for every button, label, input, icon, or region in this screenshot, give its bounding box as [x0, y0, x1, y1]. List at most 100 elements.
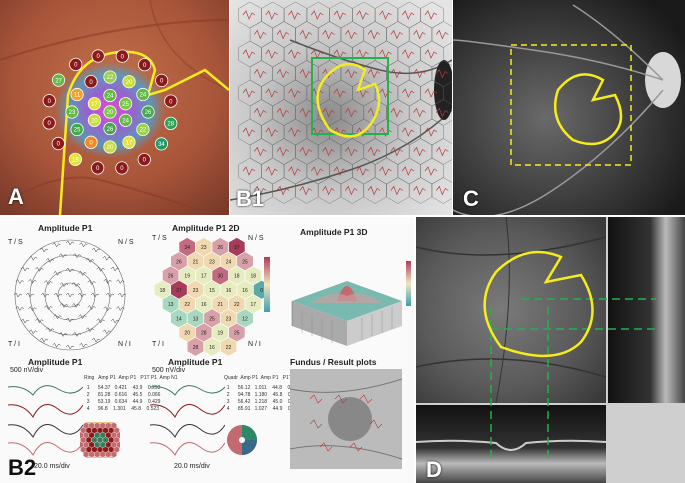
hex-value: 25	[242, 259, 248, 265]
microperimetry-value: 0	[143, 158, 147, 164]
label-ni-left: N / I	[118, 341, 131, 348]
hex-value: 30	[217, 274, 223, 280]
hex-value: 22	[184, 302, 190, 308]
panel-d-image	[416, 217, 685, 483]
microperimetry-value: 24	[140, 93, 147, 99]
panel-b1-ir-mferg: B1	[230, 0, 452, 215]
hex-value: 18	[160, 288, 166, 294]
hex-value: 34	[184, 245, 190, 251]
hex-value: 12	[242, 316, 248, 322]
microperimetry-value: 22	[140, 128, 147, 134]
microperimetry-value: 26	[107, 127, 114, 133]
hex-value: 26	[168, 274, 174, 280]
microperimetry-value: 26	[145, 110, 152, 116]
ms-div-mid: 20.0 ms/div	[174, 463, 210, 470]
microperimetry-value: 20	[107, 145, 114, 151]
label-ti-mid: T / I	[152, 341, 164, 348]
hex-value: 17	[251, 302, 257, 308]
panel-c-infrared: C	[453, 0, 685, 215]
microperimetry-value: 0	[120, 166, 124, 172]
microperimetry-point	[51, 73, 66, 87]
colorbar-2d	[264, 257, 270, 312]
label-ni-mid: N / I	[248, 341, 261, 348]
ms-div-left: 20.0 ms/div	[34, 463, 70, 470]
amplitude-3d-plot	[291, 281, 402, 346]
nv-div-mid: 500 nV/div	[152, 367, 186, 374]
ring-table-header: Ring Amp P1 Amp P1 P1T P1 Amp N1	[84, 375, 178, 381]
panel-c-label: C	[463, 186, 479, 211]
hex-value: 37	[176, 288, 182, 294]
microperimetry-value: 23	[69, 110, 76, 116]
microperimetry-point	[164, 94, 178, 108]
hex-value: 25	[209, 316, 215, 322]
microperimetry-value: 22	[107, 75, 114, 81]
hex-value: 14	[176, 316, 182, 322]
hex-value: 28	[201, 331, 207, 337]
lesion-boundary-b1	[316, 62, 381, 138]
microperimetry-value: 0	[57, 142, 61, 148]
hex-value: 23	[209, 259, 215, 265]
hex-value: 28	[193, 345, 199, 351]
hex-value: 13	[168, 302, 174, 308]
hex-value: 15	[209, 288, 215, 294]
label-ts-left: T / S	[8, 239, 23, 246]
microperimetry-value: 20	[107, 110, 114, 116]
panel-b1-label: B1	[236, 186, 265, 211]
hex-value: 22	[234, 302, 240, 308]
microperimetry-point	[138, 58, 152, 72]
microperimetry-points: 2024252426201722202426221720025231100000…	[42, 49, 178, 175]
label-ts-mid: T / S	[152, 235, 167, 242]
microperimetry-point	[103, 70, 117, 84]
label-ti-left: T / I	[8, 341, 20, 348]
panel-d-label: D	[426, 457, 442, 482]
hex-value: 16	[242, 288, 248, 294]
hex-value: 16	[209, 345, 215, 351]
panel-b2-label: B2	[8, 455, 37, 480]
hex-value: 22	[226, 345, 232, 351]
lesion-boundary-c	[553, 73, 623, 146]
quad-hex-icon	[227, 425, 257, 455]
ring-title: Amplitude P1	[28, 357, 83, 367]
microperimetry-value: 0	[48, 99, 52, 105]
microperimetry-point	[118, 97, 133, 111]
microperimetry-point	[103, 105, 117, 119]
hex-value: 21	[193, 259, 199, 265]
fundus-result-title: Fundus / Result plots	[290, 357, 377, 367]
microperimetry-value: 0	[47, 121, 51, 127]
nv-div-left: 500 nV/div	[10, 367, 44, 374]
microperimetry-point	[118, 113, 133, 127]
microperimetry-value: 11	[74, 93, 81, 99]
hex-value: 19	[184, 274, 190, 280]
microperimetry-value: 0	[96, 166, 100, 172]
hex-value: 18	[234, 274, 240, 280]
roi-dashed-box	[510, 44, 632, 166]
panel-b1-image	[230, 0, 452, 215]
microperimetry-point	[84, 135, 98, 149]
ring-table-rows: 1 54.37 0.421 43.9 0.293 2 81.28 0.616 4…	[86, 385, 161, 412]
microperimetry-point	[141, 105, 155, 119]
oct-scan-lines	[490, 298, 656, 462]
microperimetry-value: 25	[74, 128, 81, 134]
microperimetry-point	[103, 88, 117, 103]
green-roi-box	[311, 57, 389, 135]
ring-hex-icon	[80, 422, 120, 458]
hex-value: 0	[260, 288, 263, 294]
quad-title: Amplitude P1	[168, 357, 223, 367]
microperimetry-point	[154, 137, 169, 151]
hex-value: 17	[201, 274, 207, 280]
microperimetry-point	[70, 122, 84, 137]
hex-value: 24	[226, 259, 232, 265]
microperimetry-point	[51, 136, 65, 151]
microperimetry-value: 24	[122, 118, 129, 124]
microperimetry-point	[84, 75, 98, 89]
microperimetry-point	[164, 116, 178, 130]
microperimetry-point	[155, 73, 169, 88]
microperimetry-point	[68, 152, 82, 166]
quad-table-rows: 1 56.12 1.011 44.8 0.408 2 94.78 1.180 4…	[226, 385, 301, 412]
microperimetry-value: 20	[126, 80, 133, 86]
microperimetry-value: 24	[107, 94, 114, 100]
hex-value: 25	[234, 331, 240, 337]
microperimetry-value: 25	[122, 102, 129, 108]
